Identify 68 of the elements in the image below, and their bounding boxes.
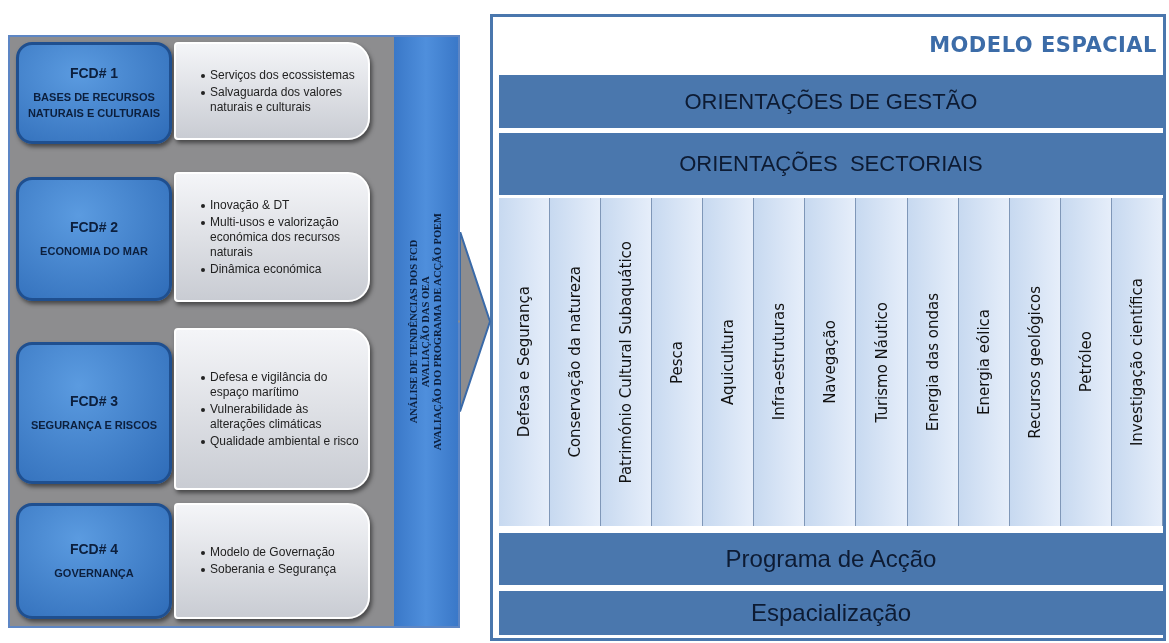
sector-label: Pesca [668,340,687,384]
bullet-item: Modelo de Governação [210,545,335,559]
bullet-list-box [174,172,370,302]
band-label: Espacialização [750,599,912,627]
sector-label: Energia das ondas [923,292,942,432]
bullet-list-box [174,42,370,140]
bullet-item: Vulnerabilidade às alterações climáticas [210,401,322,431]
band-label: ORIENTAÇÕES DE GESTÃO [684,88,978,115]
factor-box [16,342,172,484]
sector-column [754,198,806,526]
bullet-item: Qualidade ambiental e risco [210,433,359,448]
factor-title: BASES DE RECURSOS NATURAIS E CULTURAIS [26,90,162,121]
bullet-list-box [174,328,370,490]
factor-box [16,177,172,301]
factor-box [16,503,172,619]
sector-label: Defesa e Segurança [515,286,534,438]
sector-column [652,198,704,526]
bullet-item: Defesa e vigilância do espaço marítimo [210,369,328,399]
vertical-label: AVALIAÇÃO DAS OEA [420,275,432,388]
model-panel [490,14,1166,641]
sector-column [1009,198,1061,526]
factor-number: FCD# 1 [69,65,119,81]
sector-column [499,198,551,526]
vertical-label: ANÁLISE DE TENDÊNCIAS DOS FCD [408,239,420,424]
band-label: ORIENTAÇÕES SECTORIAIS [679,151,983,177]
bullet-item: Serviços dos ecossistemas [210,67,355,82]
sector-column [856,198,908,526]
sector-column [907,198,959,526]
factor-number: FCD# 2 [69,219,119,235]
factor-title: SEGURANÇA E RISCOS [29,418,159,433]
bullet-item: Multi-usos e valorização económica dos recursos naturais [210,214,341,259]
band [499,533,1163,585]
sector-label: Património Cultural Subaquático [617,240,636,484]
band-label: Programa de Acção [725,545,937,573]
sector-column [1111,198,1163,526]
bullet-item: Dinâmica económica [210,261,322,276]
band [499,591,1163,635]
sector-label: Energia eólica [974,309,993,415]
chevron-arrow [457,230,491,413]
sector-column [958,198,1010,526]
side-panel [8,35,460,628]
sector-label: Recursos geológicos [1025,285,1044,439]
sector-label: Infra-estruturas [770,303,789,421]
sector-label: Petróleo [1076,331,1095,393]
sector-column [1060,198,1112,526]
sector-label: Turismo Náutico [872,301,891,423]
band [499,133,1163,195]
factor-box [16,42,172,144]
sector-column [601,198,653,526]
factor-number: FCD# 3 [69,393,119,409]
band [499,75,1163,128]
panel-heading: MODELO ESPACIAL [929,33,1157,57]
factor-title: ECONOMIA DO MAR [39,244,149,259]
bullet-item: Soberania e Segurança [210,562,337,576]
vertical-label: AVALIAÇÃO DO PROGRAMA DE ACÇÃO POEM [432,212,444,451]
sector-label: Aquicultura [719,319,738,405]
vertical-bar [394,37,458,626]
sector-column [550,198,602,526]
sector-label: Conservação da natureza [566,266,585,458]
factor-title: GOVERNANÇA [53,566,135,581]
sector-label: Investigação científica [1127,277,1146,447]
sector-column [703,198,755,526]
sector-label: Navegação [821,320,840,404]
bullet-item: Salvaguarda dos valores naturais e culturais [210,84,343,114]
sector-column [805,198,857,526]
factor-number: FCD# 4 [69,541,119,557]
bullet-list-box [174,503,370,619]
bullet-item: Inovação & DT [210,197,290,212]
